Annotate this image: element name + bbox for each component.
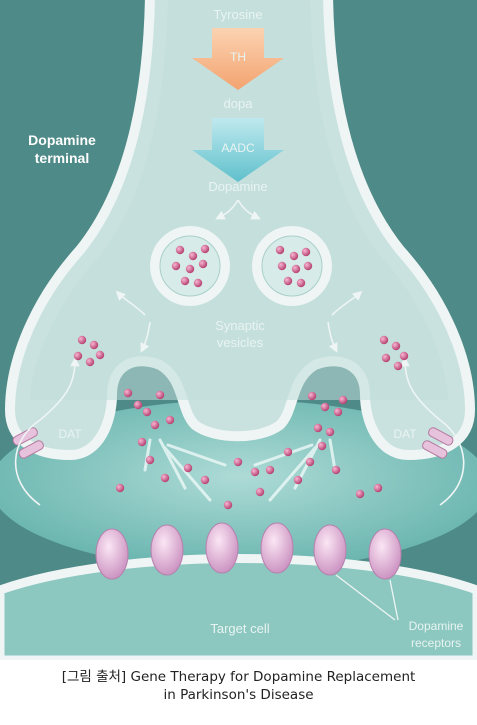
dopamine-molecule xyxy=(123,388,133,398)
dopamine-molecule xyxy=(155,390,165,400)
dopamine-molecule xyxy=(183,463,193,473)
dopamine-molecule xyxy=(150,420,160,430)
label-dopa: dopa xyxy=(224,96,254,111)
dopamine-molecule xyxy=(85,357,95,367)
dopamine-molecule xyxy=(291,264,301,274)
label-aadc: AADC xyxy=(221,141,255,155)
dopamine-molecule xyxy=(180,276,190,286)
dopamine-molecule xyxy=(317,441,327,451)
dopamine-molecule xyxy=(89,340,99,350)
label-receptors-line2: receptors xyxy=(411,636,461,650)
dopamine-molecule xyxy=(393,361,403,371)
dopamine-molecule xyxy=(200,244,210,254)
dopamine-molecule xyxy=(233,457,243,467)
dopamine-molecule xyxy=(381,353,391,363)
dat-transporter-left xyxy=(12,427,44,459)
reuptake-arrow-right xyxy=(400,356,465,506)
caption-line2: in Parkinson's Disease xyxy=(163,687,314,703)
dopamine-molecule xyxy=(185,264,195,274)
label-synaptic: Synaptic xyxy=(215,318,265,333)
label-th: TH xyxy=(230,50,246,64)
dopamine-split-arrow-left xyxy=(215,199,239,220)
label-target-cell: Target cell xyxy=(210,621,269,636)
dopamine-molecule xyxy=(198,259,208,269)
dopamine-molecule xyxy=(379,335,389,345)
dopamine-molecule xyxy=(283,276,293,286)
dopamine-molecule xyxy=(77,335,87,345)
label-vesicles: vesicles xyxy=(217,335,264,350)
dopamine-molecule xyxy=(255,487,265,497)
dopamine-molecule xyxy=(293,475,303,485)
dopamine-molecule xyxy=(303,261,313,271)
dopamine-molecule xyxy=(145,455,155,465)
target-cell xyxy=(0,554,477,660)
dopamine-molecule xyxy=(373,483,383,493)
vesicle-arrow-to-right xyxy=(331,290,363,316)
dopamine-molecule xyxy=(265,465,275,475)
dopamine-molecule xyxy=(355,489,365,499)
dopamine-molecule xyxy=(133,400,143,410)
dopamine-molecule xyxy=(277,261,287,271)
th-arrow xyxy=(192,28,284,90)
dopamine-molecule xyxy=(171,261,181,271)
dopamine-molecule xyxy=(399,351,409,361)
label-dat-right: DAT xyxy=(393,427,417,441)
dopamine-molecule xyxy=(283,447,293,457)
vesicle-arrow-down-left xyxy=(140,321,151,353)
dopamine-molecule xyxy=(95,350,105,360)
label-dopamine-terminal-line1: Dopamine xyxy=(28,132,96,148)
dopamine-molecule xyxy=(313,423,323,433)
aadc-arrow xyxy=(192,118,284,182)
dopamine-molecule xyxy=(305,457,315,467)
dopamine-molecule xyxy=(142,407,152,417)
dopamine-molecule xyxy=(250,467,260,477)
dopamine-molecule xyxy=(200,475,210,485)
dopamine-molecule xyxy=(73,351,83,361)
terminal-inner-shade xyxy=(30,0,448,400)
caption-line1: [그림 출처] Gene Therapy for Dopamine Replac… xyxy=(61,669,416,685)
label-dopamine: Dopamine xyxy=(208,179,267,194)
label-receptors-line1: Dopamine xyxy=(409,619,464,633)
dat-transporter-right xyxy=(422,427,454,459)
synaptic-cleft xyxy=(0,400,477,570)
dopamine-molecule xyxy=(193,278,203,288)
dopamine-molecule xyxy=(188,251,198,261)
dopamine-molecule xyxy=(223,500,233,510)
dopamine-receptors xyxy=(95,522,402,580)
dopamine-molecule xyxy=(137,437,147,447)
dopamine-molecule xyxy=(115,483,125,493)
figure-caption: [그림 출처] Gene Therapy for Dopamine Replac… xyxy=(0,668,477,704)
reuptake-arrow-left xyxy=(14,356,80,506)
dopamine-molecule xyxy=(296,278,306,288)
dopamine-molecule xyxy=(333,407,343,417)
label-dopamine-terminal-line2: terminal xyxy=(35,150,89,166)
dopamine-molecule xyxy=(165,415,175,425)
dopamine-molecule xyxy=(325,427,335,437)
dopamine-molecule xyxy=(275,245,285,255)
dopamine-molecule xyxy=(175,245,185,255)
synaptic-vesicle-right xyxy=(252,226,332,306)
dopamine-molecule xyxy=(338,395,348,405)
dopamine-molecule xyxy=(331,465,341,475)
dopamine-synapse-diagram: Tyrosine TH dopa AADC Dopamine Dopamine … xyxy=(0,0,477,660)
dopamine-molecules xyxy=(73,244,409,510)
dopamine-molecule xyxy=(307,391,317,401)
dopamine-molecule xyxy=(301,247,311,257)
dopamine-molecule xyxy=(160,473,170,483)
dopamine-split-arrow-right xyxy=(237,199,261,220)
dopamine-molecule xyxy=(320,402,330,412)
receptor-leader-lines xyxy=(335,574,399,621)
vesicle-arrow-to-left xyxy=(115,290,146,316)
dopamine-molecule xyxy=(391,341,401,351)
label-dat-left: DAT xyxy=(58,427,82,441)
label-tyrosine: Tyrosine xyxy=(213,7,262,22)
dopamine-molecule xyxy=(289,251,299,261)
vesicle-arrow-down-right xyxy=(327,321,338,353)
